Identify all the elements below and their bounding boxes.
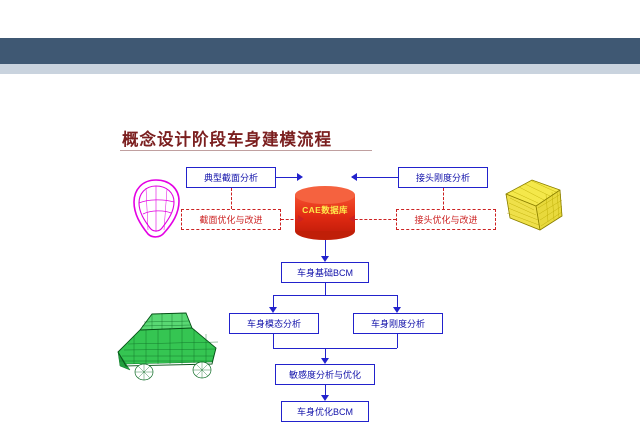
box-body-modal-analysis[interactable]: 车身模态分析 [229, 313, 319, 334]
box-body-optimized-bcm[interactable]: 车身优化BCM [281, 401, 369, 422]
box-section-analysis-label: 典型截面分析 [203, 173, 258, 183]
box-section-analysis[interactable]: 典型截面分析 [186, 167, 276, 188]
connector-joint-optimize-to-db [350, 219, 396, 220]
arrow-db-to-base-bcm [321, 256, 329, 262]
arrow-section-optimize-to-db [298, 215, 304, 223]
header-band [0, 38, 640, 64]
arrow-to-optimized-bcm [321, 395, 329, 401]
connector-section-analysis-down [231, 188, 232, 209]
cae-database-node[interactable]: CAE数据库 [295, 186, 355, 240]
yellow-joint-mesh [505, 179, 563, 231]
connector-sensitivity-down [325, 385, 326, 399]
box-sensitivity-analysis-label: 敏感度分析与优化 [288, 370, 361, 380]
connector-stiffness-down [397, 334, 398, 348]
connector-modal-down [273, 334, 274, 348]
box-body-stiffness-analysis-label: 车身刚度分析 [370, 319, 425, 329]
connector-db-to-base-bcm [325, 240, 326, 260]
arrow-to-sensitivity [321, 358, 329, 364]
connector-merge-bar [273, 348, 397, 349]
connector-merge-center [325, 348, 326, 362]
db-top-ellipse [295, 186, 355, 204]
connector-joint-analysis-down [443, 188, 444, 209]
connector-section-optimize-to-db [281, 219, 303, 220]
box-sensitivity-analysis[interactable]: 敏感度分析与优化 [275, 364, 375, 385]
arrow-joint-optimize-to-db [349, 215, 355, 223]
title-underline [120, 150, 372, 151]
connector-base-bcm-down [325, 283, 326, 295]
connector-split-left [273, 295, 274, 311]
arrow-to-modal [269, 307, 277, 313]
box-body-optimized-bcm-label: 车身优化BCM [297, 407, 353, 417]
arrow-section-to-db [297, 173, 303, 181]
box-body-modal-analysis-label: 车身模态分析 [246, 319, 301, 329]
arrow-joint-to-db [351, 173, 357, 181]
connector-joint-to-db [352, 177, 398, 178]
connector-split-bar [273, 295, 397, 296]
box-section-optimize[interactable]: 截面优化与改进 [181, 209, 281, 230]
slide-top-margin [0, 0, 640, 38]
magenta-section-outline [133, 179, 180, 238]
connector-split-right [397, 295, 398, 311]
arrow-to-stiffness [393, 307, 401, 313]
box-joint-stiffness-analysis[interactable]: 接头刚度分析 [398, 167, 488, 188]
box-joint-optimize[interactable]: 接头优化与改进 [396, 209, 496, 230]
connector-section-to-db [276, 177, 300, 178]
box-joint-stiffness-analysis-label: 接头刚度分析 [415, 173, 470, 183]
box-body-base-bcm[interactable]: 车身基础BCM [281, 262, 369, 283]
box-joint-optimize-label: 接头优化与改进 [414, 215, 478, 225]
box-section-optimize-label: 截面优化与改进 [199, 215, 263, 225]
cae-database-label: CAE数据库 [302, 205, 348, 215]
box-body-base-bcm-label: 车身基础BCM [297, 268, 353, 278]
page-title: 概念设计阶段车身建模流程 [122, 131, 332, 149]
box-body-stiffness-analysis[interactable]: 车身刚度分析 [353, 313, 443, 334]
green-body-mesh [117, 312, 219, 381]
header-accent-band [0, 64, 640, 74]
